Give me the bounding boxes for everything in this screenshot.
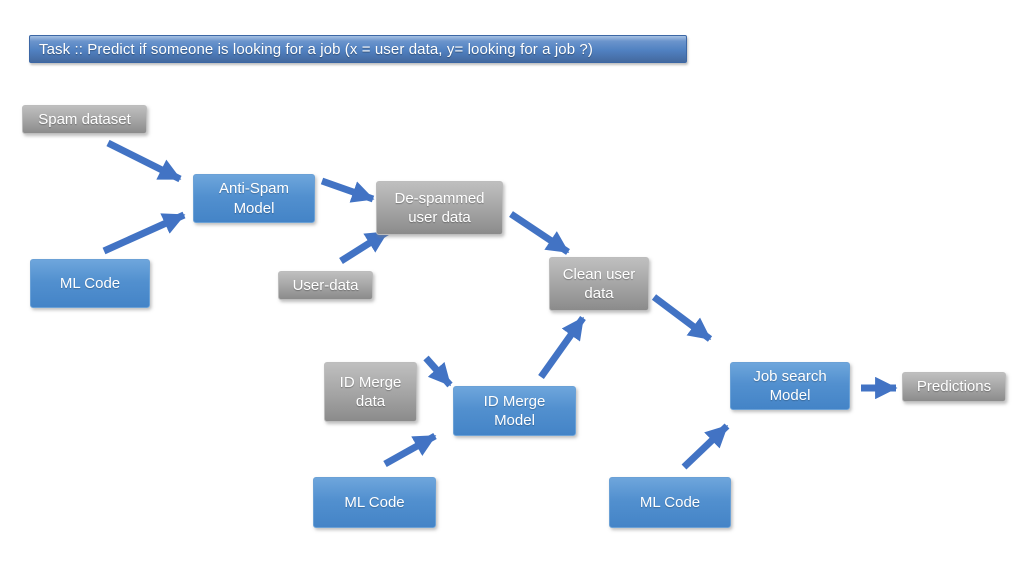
arrow-de-spammed-user-data-to-clean-user-data <box>509 211 570 255</box>
node-anti-spam-model: Anti-Spam Model <box>193 174 315 223</box>
node-ml-code-2: ML Code <box>313 477 436 528</box>
arrow-ml-code-3-to-job-search-model <box>681 423 730 470</box>
arrow-anti-spam-model-to-de-spammed-user-data <box>320 177 375 203</box>
arrow-id-merge-model-to-clean-user-data <box>538 315 586 380</box>
arrow-ml-code-2-to-id-merge-model <box>383 432 437 468</box>
node-clean-user-data: Clean user data <box>549 257 649 311</box>
node-de-spammed-user-data: De-spammed user data <box>376 181 503 235</box>
node-user-data: User-data <box>278 271 373 300</box>
arrow-ml-code-1-to-anti-spam-model <box>102 211 186 255</box>
arrow-clean-user-data-to-job-search-model <box>651 294 713 342</box>
node-ml-code-1: ML Code <box>30 259 150 308</box>
node-spam-dataset: Spam dataset <box>22 105 147 134</box>
node-predictions: Predictions <box>902 372 1006 402</box>
node-id-merge-model: ID Merge Model <box>453 386 576 436</box>
task-title-text: Task :: Predict if someone is looking fo… <box>39 40 593 58</box>
task-title-bar: Task :: Predict if someone is looking fo… <box>29 35 687 63</box>
node-id-merge-data: ID Merge data <box>324 362 417 422</box>
arrow-user-data-to-de-spammed-user-data <box>339 229 389 264</box>
node-job-search-model: Job search Model <box>730 362 850 410</box>
arrow-id-merge-data-to-id-merge-model <box>423 355 453 388</box>
node-ml-code-3: ML Code <box>609 477 731 528</box>
arrow-spam-dataset-to-anti-spam-model <box>106 139 182 183</box>
